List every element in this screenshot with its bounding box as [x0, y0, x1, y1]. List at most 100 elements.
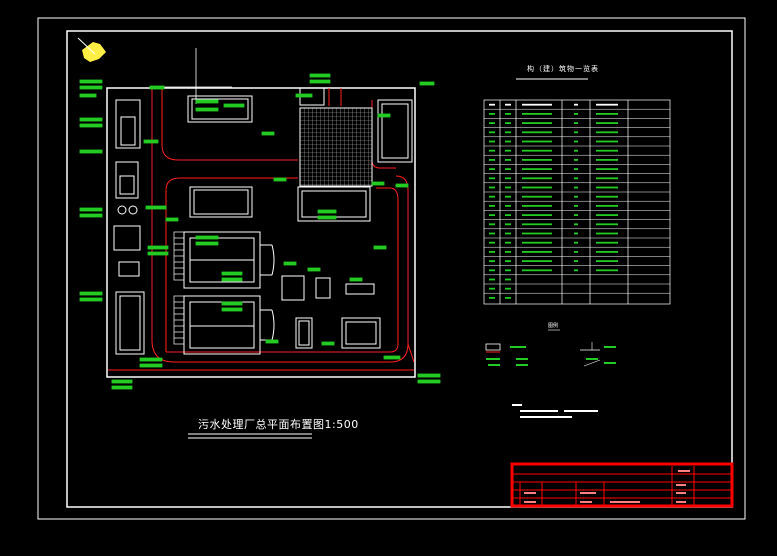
table-cell-mark [522, 223, 552, 226]
table-cell-mark [574, 103, 578, 106]
table-cell-mark [505, 205, 511, 207]
table-cell-mark [596, 269, 618, 272]
table-cell-mark [574, 113, 578, 115]
table-cell-mark [489, 205, 495, 207]
table-cell-mark [489, 113, 495, 115]
north-arrow-icon [77, 37, 106, 62]
table-cell-mark [522, 113, 552, 115]
table-cell-mark [489, 140, 495, 143]
table-cell-mark [522, 251, 552, 253]
table-cell-mark [489, 241, 495, 244]
table-cell-mark [505, 232, 511, 235]
table-cell-mark [489, 159, 495, 161]
table-cell-mark [489, 122, 495, 124]
table-cell-mark [489, 297, 495, 299]
structure-left-tank-1 [115, 99, 141, 149]
plant-boundary [106, 87, 416, 378]
table-cell-mark [574, 241, 578, 244]
structure-left-tank-5 [115, 291, 145, 355]
title-block [510, 462, 734, 508]
structure-small-unit-4 [295, 317, 313, 349]
structure-sludge-tank [297, 186, 371, 222]
table-cell-mark [596, 195, 618, 198]
table-cell-mark [522, 149, 552, 152]
table-cell-mark [505, 269, 511, 272]
table-cell-mark [574, 177, 578, 180]
table-cell-mark [522, 205, 552, 207]
table-cell-mark [489, 232, 495, 235]
table-cell-mark [574, 186, 578, 189]
table-cell-mark [574, 122, 578, 124]
table-cell-mark [505, 159, 511, 161]
table-cell-mark [522, 168, 552, 170]
table-cell-mark [596, 241, 618, 244]
table-cell-mark [574, 205, 578, 207]
drawing-main-title: 污水处理厂总平面布置图1:500 [198, 418, 359, 431]
table-cell-mark [596, 122, 618, 124]
table-cell-mark [522, 241, 552, 244]
table-cell-mark [596, 232, 618, 235]
structure-center-tank [189, 186, 253, 218]
table-cell-mark [489, 103, 495, 106]
table-cell-mark [522, 195, 552, 198]
table-cell-mark [522, 232, 552, 235]
table-cell-marks [489, 103, 618, 299]
table-cell-mark [522, 159, 552, 161]
table-cell-mark [505, 103, 511, 106]
table-cell-mark [505, 297, 511, 299]
table-cell-mark [489, 195, 495, 198]
table-cell-mark [489, 186, 495, 189]
sheet-outer-border [37, 17, 746, 520]
table-cell-mark [596, 140, 618, 143]
table-cell-mark [574, 140, 578, 143]
notes [512, 404, 598, 418]
table-cell-mark [596, 131, 618, 134]
structures [113, 87, 413, 355]
table-cell-mark [522, 269, 552, 272]
structure-small-unit-1 [281, 275, 305, 301]
table-cell-mark [522, 122, 552, 124]
structures-table [483, 99, 671, 305]
table-cell-mark [522, 131, 552, 134]
internal-roads [108, 88, 415, 371]
table-cell-mark [489, 131, 495, 134]
sheet-inner-border [66, 30, 733, 508]
structure-top-building [187, 95, 253, 123]
table-cell-mark [505, 186, 511, 189]
table-cell-mark [489, 223, 495, 226]
title-block-marks [524, 470, 690, 503]
structure-small-unit-2 [315, 277, 331, 299]
table-cell-mark [522, 260, 552, 262]
dimension-tags [79, 73, 441, 390]
table-cell-mark [522, 177, 552, 180]
table-cell-mark [574, 260, 578, 262]
table-cell-mark [596, 186, 618, 189]
table-cell-mark [574, 214, 578, 216]
table-cell-mark [574, 223, 578, 226]
table-cell-mark [574, 159, 578, 161]
table-cell-mark [522, 140, 552, 143]
table-cell-mark [489, 149, 495, 152]
table-cell-mark [574, 269, 578, 272]
table-cell-mark [505, 149, 511, 152]
table-cell-mark [489, 260, 495, 262]
structure-small-unit-3 [345, 283, 375, 295]
table-cell-mark [574, 232, 578, 235]
structure-left-tank-2 [115, 161, 139, 199]
table-row-lines [484, 108, 670, 294]
table-cell-mark [505, 131, 511, 134]
table-cell-mark [505, 278, 511, 281]
table-cell-mark [574, 168, 578, 170]
table-cell-mark [489, 168, 495, 170]
table-cell-mark [489, 214, 495, 216]
table-cell-mark [505, 287, 511, 290]
table-cell-mark [522, 186, 552, 189]
table-cell-mark [489, 251, 495, 253]
table-cell-mark [505, 122, 511, 124]
main-title-underline [188, 433, 312, 439]
table-cell-mark [505, 223, 511, 226]
table-cell-mark [505, 168, 511, 170]
table-cell-mark [489, 278, 495, 281]
table-cell-mark [574, 149, 578, 152]
table-cell-mark [522, 214, 552, 216]
